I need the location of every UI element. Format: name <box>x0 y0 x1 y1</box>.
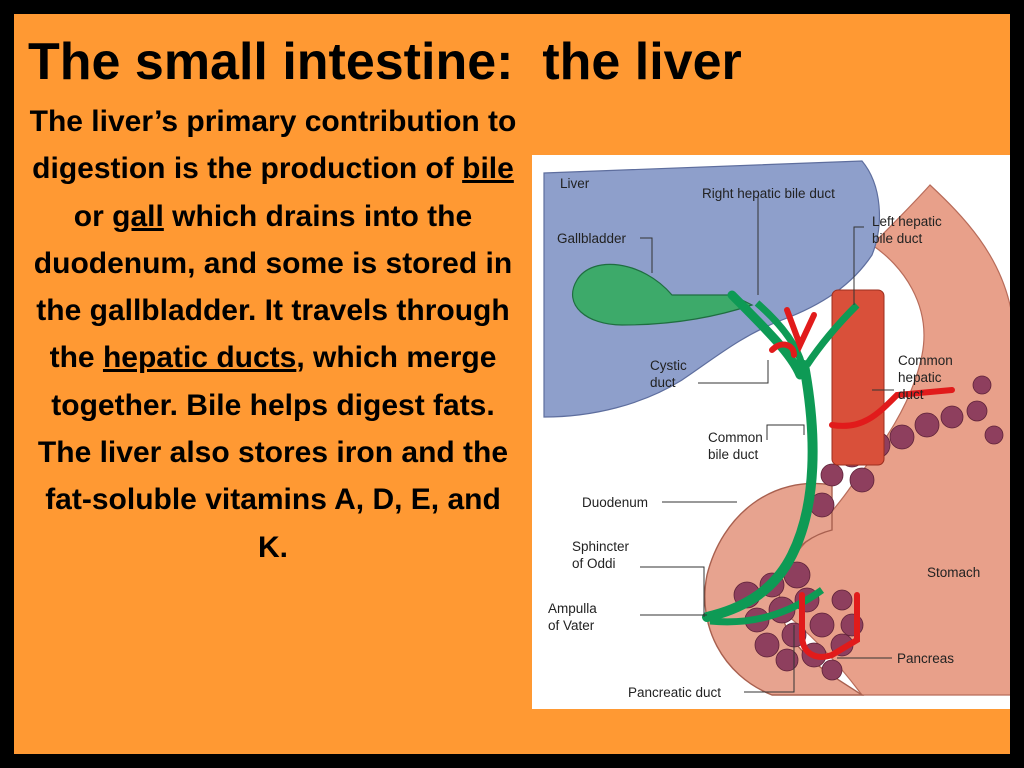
label-common-hepatic-line-3: duct <box>898 387 924 402</box>
label-ampulla-line-1: Ampulla <box>548 601 597 616</box>
label-sphincter-line-1: Sphincter <box>572 539 630 554</box>
label-cystic-line-1: Cystic <box>650 358 687 373</box>
liver-anatomy-illustration: Liver Right hepatic bile duct Left hepat… <box>543 160 1010 700</box>
label-duodenum: Duodenum <box>582 495 648 510</box>
liver-shape <box>543 160 880 418</box>
label-common-hepatic-line-2: hepatic <box>898 370 942 385</box>
label-leader-lines <box>640 195 894 693</box>
slide: The small intestine: the liver The liver… <box>14 14 1010 754</box>
body-text-run: The liver’s primary contribution to dige… <box>29 105 517 186</box>
bile-flow-arrows <box>769 307 955 660</box>
cystic-duct-path <box>727 290 805 380</box>
label-gallbladder: Gallbladder <box>557 231 627 246</box>
label-pancreatic-duct: Pancreatic duct <box>628 685 721 700</box>
label-left-hepatic-line-2: bile duct <box>872 231 923 246</box>
left-hepatic-duct-path <box>804 302 860 367</box>
label-common-hepatic-line-1: Common <box>898 353 953 368</box>
underlined-term: gall <box>112 199 164 233</box>
underlined-term: hepatic ducts <box>102 341 297 375</box>
label-stomach: Stomach <box>927 565 980 580</box>
label-right-hepatic-bile-duct: Right hepatic bile duct <box>702 186 835 201</box>
label-pancreas: Pancreas <box>897 651 954 666</box>
label-common-bile-line-2: bile duct <box>708 447 759 462</box>
common-bile-duct-path <box>702 360 818 622</box>
label-cystic-line-2: duct <box>650 375 676 390</box>
underlined-term: bile <box>462 152 514 186</box>
pancreatic-duct-path <box>709 587 825 626</box>
slide-body-text: The liver’s primary contribution to dige… <box>28 98 518 571</box>
blood-vessel-shape <box>831 289 885 466</box>
label-common-bile-line-1: Common <box>708 430 763 445</box>
body-text-run: or <box>73 199 113 233</box>
body-text-run: , which merge together. Bile helps diges… <box>37 341 509 564</box>
body-text-run: which drains into the duodenum, and some… <box>33 199 513 375</box>
slide-title: The small intestine: the liver <box>28 33 742 91</box>
right-hepatic-duct-path <box>754 300 806 366</box>
label-left-hepatic-line-1: Left hepatic <box>872 214 942 229</box>
label-sphincter-line-2: of Oddi <box>572 556 616 571</box>
liver-anatomy-figure: Liver Right hepatic bile duct Left hepat… <box>532 155 1010 709</box>
gallbladder-shape <box>571 263 754 326</box>
label-liver: Liver <box>560 176 590 191</box>
label-ampulla-line-2: of Vater <box>548 618 595 633</box>
